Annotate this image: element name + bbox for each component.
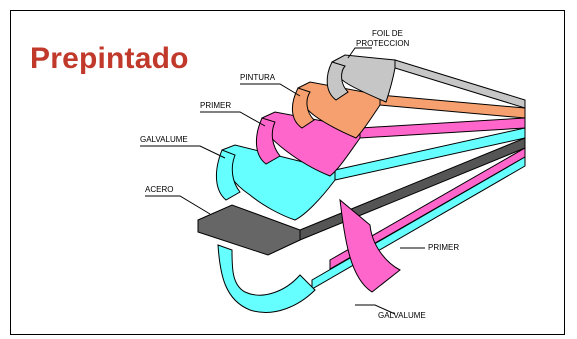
acero-sheet bbox=[197, 204, 301, 256]
galvalume-top-curl bbox=[216, 149, 241, 201]
label-foil-line2: PROTECCION bbox=[356, 39, 410, 48]
foil-leader bbox=[347, 47, 372, 59]
primer-top-leader bbox=[200, 111, 266, 127]
diagram-title: Prepintado bbox=[30, 42, 189, 75]
label-foil-line1: FOIL DE bbox=[372, 29, 403, 38]
acero-leader bbox=[145, 195, 211, 215]
pintura-leader bbox=[240, 83, 301, 97]
pintura-curl bbox=[292, 87, 315, 129]
galvalume-bottom-curl bbox=[217, 244, 316, 313]
label-primer-bottom: PRIMER bbox=[428, 243, 459, 252]
label-pintura: PINTURA bbox=[240, 73, 276, 82]
label-acero: ACERO bbox=[145, 185, 173, 194]
label-galvalume-top: GALVALUME bbox=[140, 135, 188, 144]
label-galvalume-bottom: GALVALUME bbox=[378, 311, 426, 320]
primer-top-curl bbox=[256, 117, 281, 165]
label-primer-top: PRIMER bbox=[200, 101, 231, 110]
primer-bottom-curl bbox=[339, 198, 401, 293]
foil-curl bbox=[326, 61, 349, 101]
galvalume-bottom-leader bbox=[355, 304, 396, 315]
galvalume-top-leader bbox=[140, 145, 226, 159]
